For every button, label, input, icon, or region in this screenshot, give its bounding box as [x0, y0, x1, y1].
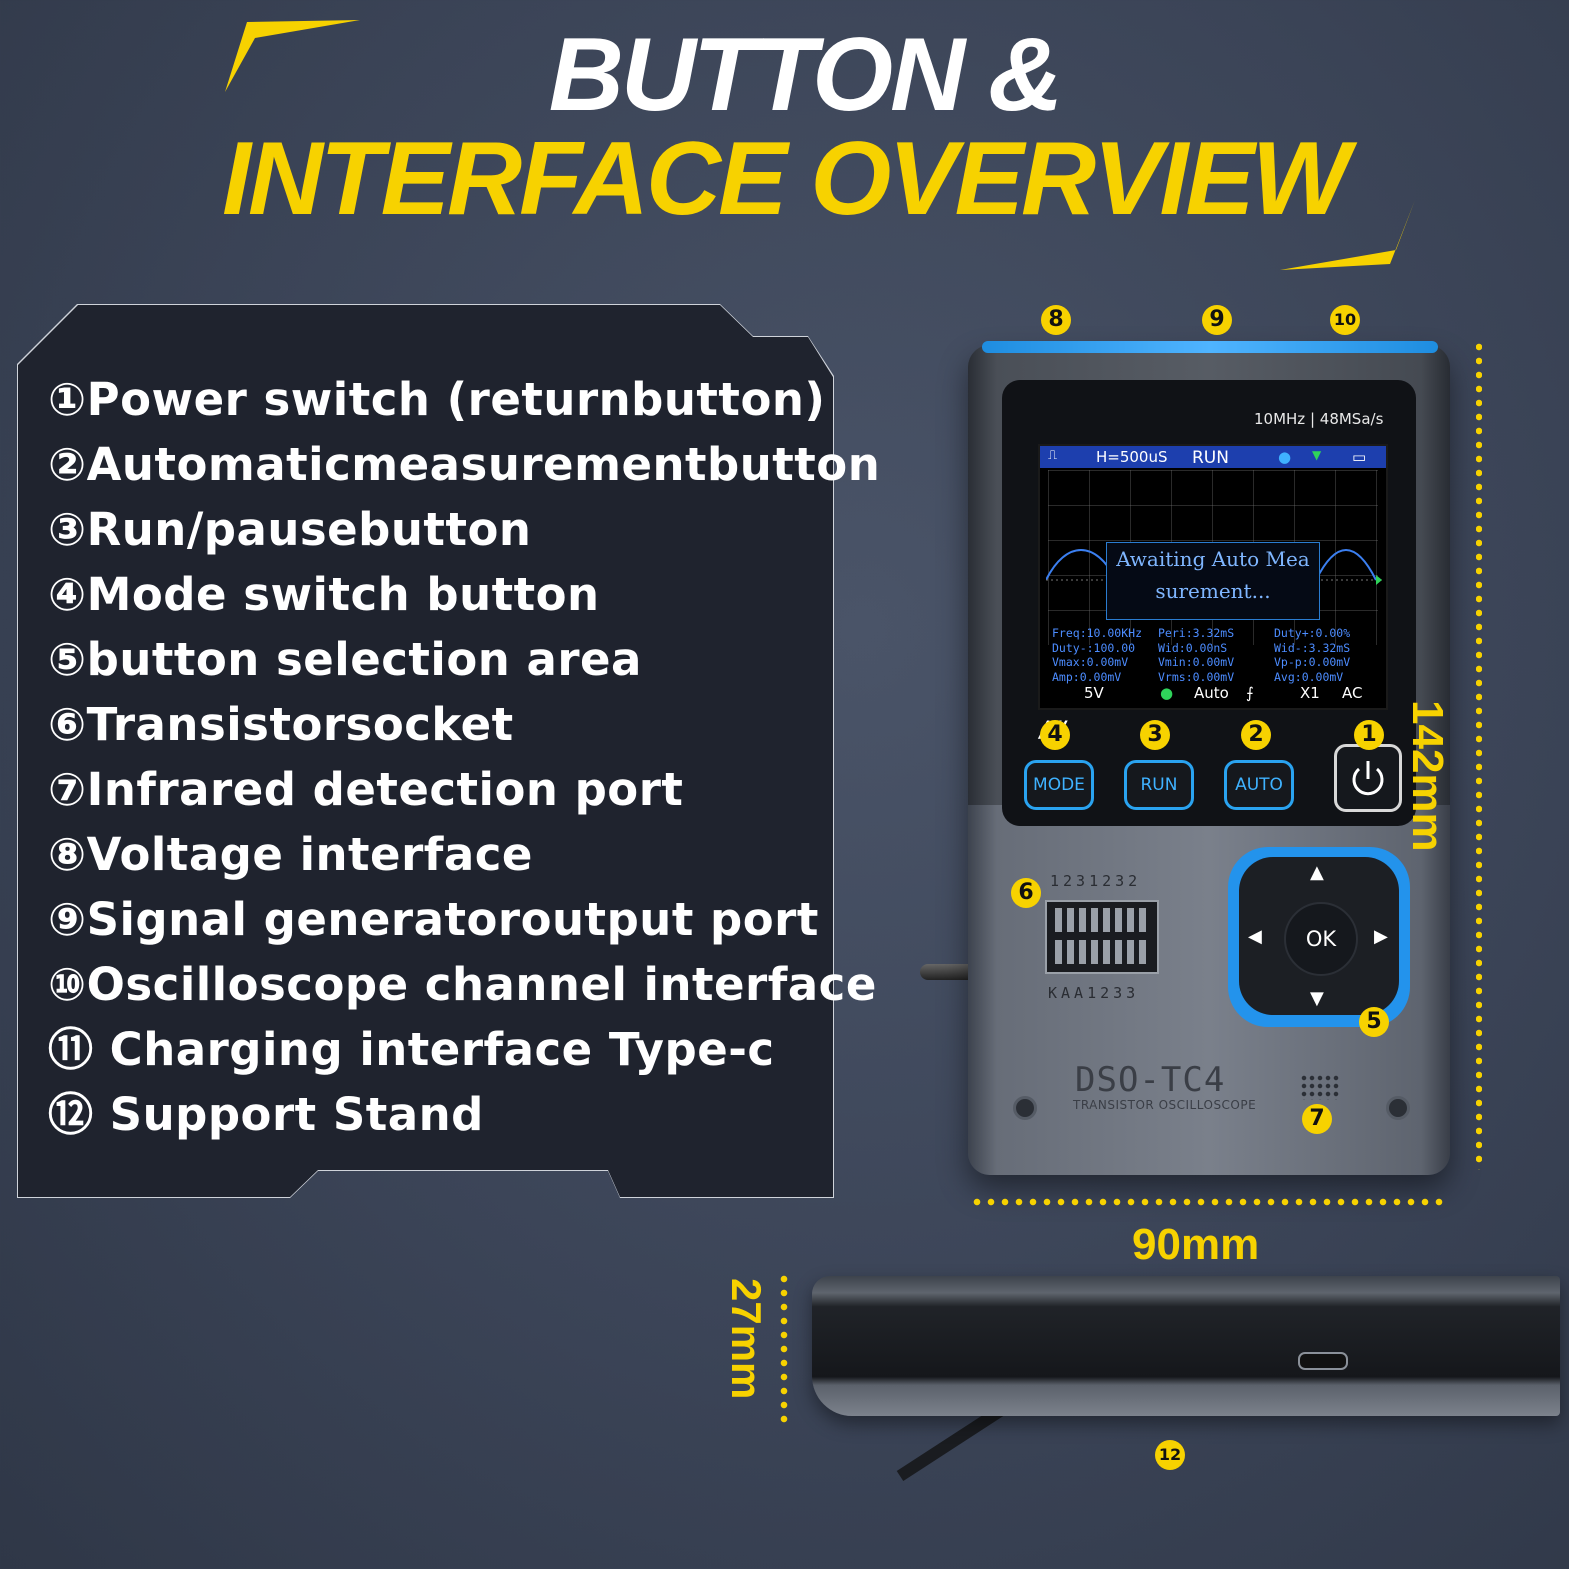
lcd-message-line-2: surement...: [1155, 579, 1271, 603]
left-arrow-icon[interactable]: ◀: [1248, 926, 1262, 947]
lcd-status-bar: ⎍ H=500uS RUN ● ▼ ▭: [1040, 446, 1386, 468]
infrared-port: [1300, 1074, 1340, 1100]
measurement-column-1: Freq:10.00KHz Duty-:100.00 Vmax:0.00mV A…: [1052, 626, 1143, 684]
badge-4: 4: [1040, 720, 1070, 750]
auto-button[interactable]: AUTO: [1224, 760, 1294, 810]
depth-dimension-label: 27mm: [723, 1278, 770, 1400]
feature-item-selection: ⑤button selection area: [48, 633, 642, 686]
feature-item-oscilloscope: ⑩Oscilloscope channel interface: [48, 958, 877, 1011]
feature-item-voltage: ⑧Voltage interface: [48, 828, 533, 881]
power-button[interactable]: [1334, 744, 1402, 812]
lcd-screen: ⎍ H=500uS RUN ● ▼ ▭ Awaiting Auto Mea su…: [1038, 444, 1388, 710]
square-wave-icon: ⎍: [1048, 448, 1058, 463]
trigger-marker-icon: ▼: [1312, 448, 1322, 462]
rising-edge-icon: ⨍: [1246, 684, 1254, 702]
lcd-message-line-1: Awaiting Auto Mea: [1116, 547, 1310, 571]
feature-item-auto: ②Automaticmeasurementbutton: [48, 438, 881, 491]
usb-c-port[interactable]: [1298, 1352, 1348, 1370]
lcd-footer-probe: X1: [1300, 684, 1320, 702]
transistor-socket[interactable]: [1045, 900, 1159, 974]
feature-item-infrared: ⑦Infrared detection port: [48, 763, 684, 816]
dot-icon: ●: [1278, 448, 1292, 466]
device-top-accent: [982, 341, 1438, 353]
badge-6: 6: [1011, 878, 1041, 908]
feature-item-signal: ⑨Signal generatoroutput port: [48, 893, 819, 946]
height-dimension-label: 142mm: [1403, 700, 1452, 852]
device-side-view: [812, 1276, 1560, 1416]
battery-icon: ▭: [1352, 448, 1367, 466]
power-icon: [1352, 761, 1384, 796]
feature-item-mode: ④Mode switch button: [48, 568, 600, 621]
feature-panel: [18, 305, 833, 1197]
badge-3: 3: [1140, 720, 1170, 750]
socket-bottom-label: KAA1233: [1048, 984, 1140, 1002]
lcd-timebase: H=500uS: [1096, 448, 1168, 466]
depth-dimension-line: [780, 1272, 788, 1424]
badge-5: 5: [1359, 1007, 1389, 1037]
badge-1: 1: [1354, 720, 1384, 750]
screw-left-icon: [1013, 1096, 1037, 1120]
socket-pins-bottom: [1055, 940, 1149, 964]
measurement-column-2: Peri:3.32mS Wid:0.00nS Vmin:0.00mV Vrms:…: [1158, 626, 1235, 684]
socket-pins-top: [1055, 908, 1149, 932]
badge-2: 2: [1241, 720, 1271, 750]
trigger-icon: ●: [1160, 684, 1174, 702]
width-dimension-label: 90mm: [1132, 1220, 1260, 1269]
feature-item-stand: ⑫ Support Stand: [48, 1088, 484, 1141]
lcd-message-box: Awaiting Auto Mea surement...: [1106, 542, 1320, 620]
mode-button[interactable]: MODE: [1024, 760, 1094, 810]
screw-right-icon: [1386, 1096, 1410, 1120]
corner-accent-top-left-icon: [225, 20, 360, 92]
badge-10: 10: [1330, 305, 1360, 335]
measurement-column-3: Duty+:0.00% Wid-:3.32mS Vp-p:0.00mV Avg:…: [1274, 626, 1351, 684]
ok-button[interactable]: OK: [1284, 902, 1358, 976]
feature-item-charging: ⑪ Charging interface Type-c: [48, 1023, 775, 1076]
badge-12: 12: [1155, 1440, 1185, 1470]
right-arrow-icon[interactable]: ▶: [1374, 926, 1388, 947]
run-button[interactable]: RUN: [1124, 760, 1194, 810]
feature-item-run: ③Run/pausebutton: [48, 503, 532, 556]
socket-top-label: 1231232: [1050, 872, 1142, 890]
screen-spec-label: 10MHz | 48MSa/s: [1254, 410, 1384, 428]
feature-item-power: ①Power switch (returnbutton): [48, 373, 826, 426]
brand-logo: DSO-TC4: [1075, 1060, 1226, 1100]
up-arrow-icon[interactable]: ▲: [1310, 862, 1324, 883]
badge-8: 8: [1041, 305, 1071, 335]
lcd-footer-trigger: Auto: [1194, 684, 1229, 702]
badge-7: 7: [1302, 1104, 1332, 1134]
lcd-footer-coupling: AC: [1342, 684, 1363, 702]
title-line-1: BUTTON &: [548, 17, 1063, 133]
feature-item-socket: ⑥Transistorsocket: [48, 698, 514, 751]
height-dimension-line: [1476, 340, 1482, 1170]
lcd-run-state: RUN: [1192, 448, 1229, 468]
feature-list: ①Power switch (returnbutton) ②Automaticm…: [48, 370, 880, 1150]
down-arrow-icon[interactable]: ▼: [1310, 988, 1324, 1009]
title-line-2: INTERFACE OVERVIEW: [222, 121, 1350, 237]
lcd-footer-volt: 5V: [1084, 684, 1104, 702]
corner-accent-bottom-right-icon: [1280, 200, 1415, 270]
brand-subtitle: TRANSISTOR OSCILLOSCOPE: [1073, 1098, 1257, 1112]
width-dimension-line: [970, 1198, 1445, 1206]
badge-9: 9: [1202, 305, 1232, 335]
